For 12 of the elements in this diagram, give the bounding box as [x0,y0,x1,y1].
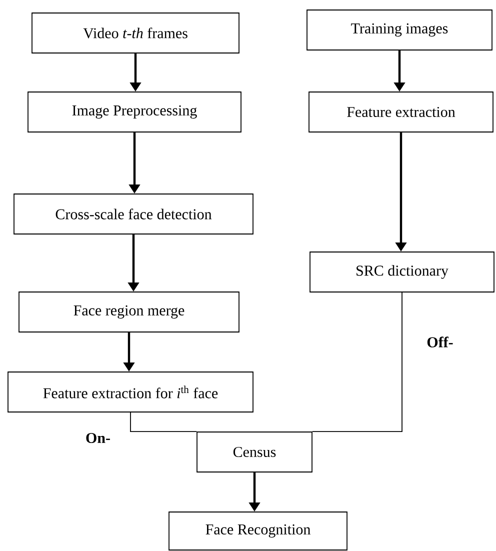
process-box: Video t-th frames [32,12,240,54]
process-box: Image Preprocessing [28,92,242,132]
edge-label: Off- [427,336,453,348]
process-box: Feature extraction [308,92,494,132]
process-box: Training images [306,10,492,50]
process-box: Cross-scale face detection [14,194,254,234]
edge-label: On- [86,432,110,444]
process-box: Census [196,432,312,472]
process-box: Face Recognition [168,512,348,550]
process-box: Face region merge [18,292,240,332]
process-box: SRC dictionary [310,252,494,292]
process-box: Feature extraction for i$^{th}$ face [8,372,254,412]
